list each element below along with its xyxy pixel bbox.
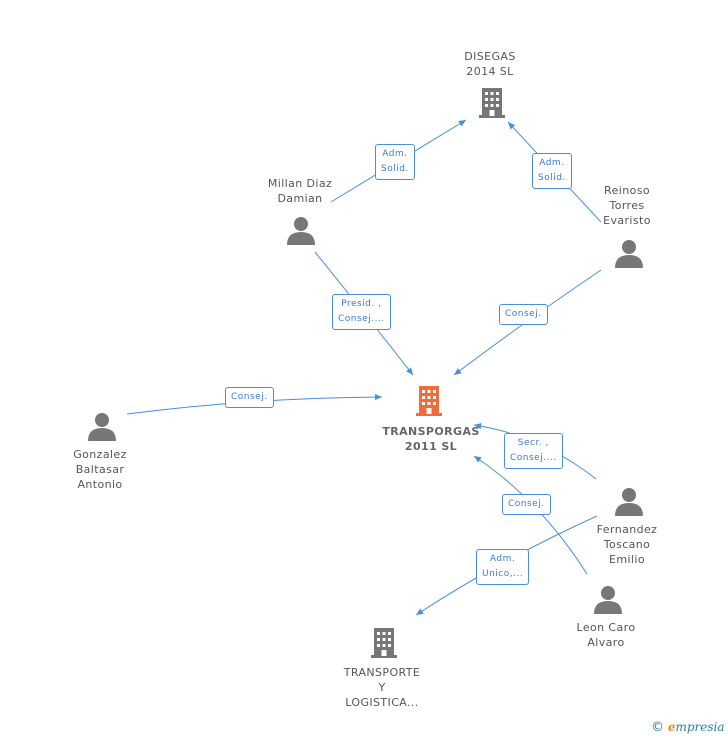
- edge-label-millan-transporgas[interactable]: Presid. , Consej....: [332, 294, 391, 330]
- building-icon[interactable]: [413, 384, 445, 418]
- edge-label-line: Presid. ,: [341, 299, 382, 309]
- person-icon[interactable]: [614, 486, 644, 516]
- edge-label-line: Secr. ,: [517, 438, 549, 448]
- node-label-line: Toscano: [603, 538, 651, 551]
- copyright-icon: ©: [651, 720, 664, 735]
- edge-label-millan-disegas[interactable]: Adm. Solid.: [375, 144, 415, 180]
- node-label-transporte[interactable]: TRANSPORTE Y LOGISTICA...: [332, 665, 432, 710]
- edge-label-gonzalez-transporgas[interactable]: Consej.: [225, 387, 274, 408]
- person-icon[interactable]: [614, 238, 644, 268]
- node-label-line: Fernandez: [596, 523, 658, 536]
- edge-label-fernandez-transporgas[interactable]: Secr. , Consej....: [504, 433, 563, 469]
- node-label-line: Reinoso: [604, 184, 650, 197]
- brand-initial: e: [667, 720, 676, 734]
- edge-label-line: Adm.: [539, 158, 565, 168]
- edge-label-reinoso-transporgas[interactable]: Consej.: [499, 304, 548, 325]
- node-label-line: Leon Caro: [576, 621, 636, 634]
- edge-label-line: Adm.: [489, 554, 516, 564]
- node-label-line: 2014 SL: [466, 65, 514, 78]
- edge-label-line: Consej.: [508, 499, 545, 509]
- node-label-line: Evaristo: [603, 214, 651, 227]
- person-icon[interactable]: [286, 215, 316, 245]
- edge-label-line: Consej.: [505, 309, 542, 319]
- node-label-transporgas[interactable]: TRANSPORGAS 2011 SL: [366, 424, 496, 454]
- node-label-reinoso[interactable]: Reinoso Torres Evaristo: [577, 183, 677, 228]
- node-label-fernandez[interactable]: Fernandez Toscano Emilio: [577, 522, 677, 567]
- edge-label-line: Adm.: [382, 149, 408, 159]
- person-icon[interactable]: [87, 411, 117, 441]
- edge-label-line: Solid.: [538, 173, 566, 183]
- node-label-line: Millan Diaz: [267, 177, 333, 190]
- building-icon[interactable]: [476, 86, 508, 120]
- node-label-line: Gonzalez: [73, 448, 127, 461]
- node-label-leon[interactable]: Leon Caro Alvaro: [556, 620, 656, 650]
- node-label-line: LOGISTICA...: [345, 696, 419, 709]
- edge-label-line: Consej....: [510, 453, 557, 463]
- brand-name: mpresia: [675, 720, 725, 734]
- edge-label-leon-transporgas[interactable]: Consej.: [502, 494, 551, 515]
- node-label-line: Antonio: [77, 478, 123, 491]
- node-label-disegas[interactable]: DISEGAS 2014 SL: [440, 49, 540, 79]
- edge-label-fernandez-transporte[interactable]: Adm. Unico,...: [476, 549, 530, 585]
- node-label-line: DISEGAS: [464, 50, 516, 63]
- edge-label-line: Consej.: [231, 392, 268, 402]
- edge-label-reinoso-disegas[interactable]: Adm. Solid.: [532, 153, 572, 189]
- edge-label-line: Consej....: [338, 314, 385, 324]
- node-label-line: Torres: [609, 199, 645, 212]
- building-icon[interactable]: [368, 626, 400, 660]
- brand-footer[interactable]: © empresia: [651, 720, 725, 735]
- node-label-line: Y: [378, 681, 386, 694]
- person-icon[interactable]: [593, 584, 623, 614]
- node-label-gonzalez[interactable]: Gonzalez Baltasar Antonio: [50, 447, 150, 492]
- edge-label-line: Unico,...: [482, 569, 524, 579]
- node-label-line: Alvaro: [587, 636, 625, 649]
- node-label-line: Emilio: [609, 553, 645, 566]
- node-label-line: TRANSPORTE: [343, 666, 421, 679]
- node-label-line: Baltasar: [75, 463, 125, 476]
- node-label-line: Damian: [277, 192, 323, 205]
- node-label-millan[interactable]: Millan Diaz Damian: [250, 176, 350, 206]
- node-label-line: TRANSPORGAS: [382, 425, 480, 438]
- node-label-line: 2011 SL: [404, 440, 458, 453]
- edge-label-line: Solid.: [381, 164, 409, 174]
